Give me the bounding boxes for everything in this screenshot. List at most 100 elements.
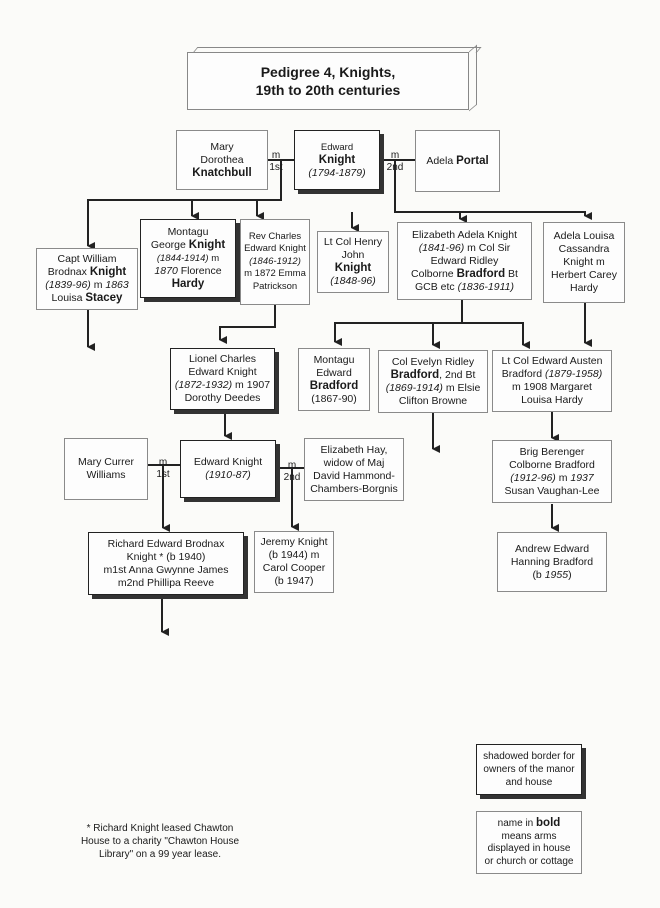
text: John — [341, 249, 365, 261]
text: bold — [536, 817, 561, 829]
person-henry-knight: Lt Col Henry John Knight (1848-96) — [317, 231, 389, 293]
person-charles-knight: Rev Charles Edward Knight (1846-1912) m … — [240, 219, 310, 305]
text: (1910-87) — [205, 469, 251, 481]
text: (b 1947) — [274, 575, 314, 587]
person-elizabeth-hay: Elizabeth Hay, widow of Maj David Hammon… — [304, 438, 404, 501]
text: (1844-1914) — [156, 253, 209, 264]
text: Knight * (b 1940) — [126, 550, 206, 563]
text: David Hammond- — [313, 469, 395, 482]
text: Hanning Bradford — [510, 555, 594, 568]
text: m 1907 — [232, 379, 271, 391]
text: (1912-96) — [510, 471, 556, 484]
arrow-bradford-e — [462, 322, 530, 349]
person-edward-knight-2: Edward Knight (1910-87) — [180, 440, 276, 498]
text: displayed in house — [487, 843, 571, 854]
text: owners of the manor — [483, 764, 575, 775]
text: Brodnax — [47, 266, 90, 278]
text: Lt Col Edward Austen — [501, 355, 603, 367]
text: ) — [568, 568, 572, 581]
text: Bradford — [390, 368, 440, 381]
text: * Richard Knight leased Chawton — [86, 823, 234, 834]
text: Portal — [456, 154, 489, 167]
text: (1869-1914) — [385, 381, 443, 394]
legend-shadowed-border: shadowed border for owners of the manor … — [476, 744, 582, 795]
footnote: * Richard Knight leased Chawton House to… — [60, 822, 260, 861]
text: m1st Anna Gwynne James — [103, 563, 229, 576]
text: Bradford — [309, 379, 359, 392]
person-edward-knight: Edward Knight (1794-1879) — [294, 130, 380, 190]
person-adela-louisa-knight: Adela Louisa Cassandra Knight m Herbert … — [543, 222, 625, 303]
text: m — [158, 457, 168, 468]
text: m2nd Phillipa Reeve — [117, 576, 215, 589]
text: Florence — [177, 265, 222, 277]
text: Lt Col Henry — [323, 236, 383, 248]
text: 1st — [156, 469, 170, 480]
person-andrew-bradford: Andrew Edward Hanning Bradford (b 1955) — [497, 532, 607, 592]
text: (1872-1932) — [174, 379, 233, 391]
text: or church or cottage — [484, 855, 574, 867]
text: Clifton Browne — [398, 394, 468, 407]
text: m 1908 Margaret — [512, 381, 592, 393]
text: Bt — [505, 267, 518, 280]
text: (1841-96) — [418, 241, 465, 254]
text: Brig Berenger — [519, 445, 585, 458]
person-montagu-george-knight: Montagu George Knight (1844-1914) m 1870… — [140, 219, 236, 298]
title-box-side — [469, 44, 477, 112]
text: Edward — [320, 141, 354, 153]
text: Elizabeth Hay, — [320, 443, 388, 456]
text: Adela Louisa — [553, 230, 615, 242]
text: m — [90, 279, 106, 291]
text: Knight — [89, 266, 127, 278]
person-lionel-knight: Lionel Charles Edward Knight (1872-1932)… — [170, 348, 275, 410]
text: 1870 — [154, 265, 178, 277]
text: Louisa — [51, 292, 86, 304]
person-adela-portal: Adela Portal — [415, 130, 500, 192]
descent-2nd-marriage — [394, 160, 592, 220]
title-line-2: 19th to 20th centuries — [255, 82, 401, 98]
text: Edward Knight — [244, 243, 306, 255]
text: 1937 — [570, 471, 594, 484]
arrow-lionel — [219, 305, 276, 344]
text: Bradford — [456, 267, 506, 280]
text: 2nd — [283, 472, 301, 483]
text: Stacey — [85, 292, 123, 304]
text: m 1872 Emma — [244, 268, 306, 280]
person-elizabeth-knight: Elizabeth Adela Knight (1841-96) m Col S… — [397, 222, 532, 300]
text: 2nd — [386, 162, 404, 173]
text: Montagu — [167, 226, 209, 238]
text: (1848-96) — [330, 275, 376, 287]
text: m Elsie — [442, 381, 481, 394]
arrow-montagu-edward — [334, 300, 463, 346]
text: Hardy — [569, 282, 598, 294]
title-line-1: Pedigree 4, Knights, — [260, 64, 396, 80]
text: Colborne Bradford — [509, 458, 595, 471]
text: name in — [497, 818, 537, 829]
text: Carol Cooper — [262, 562, 326, 574]
text: Herbert Carey — [551, 269, 617, 281]
person-richard-knight: Richard Edward Brodnax Knight * (b 1940)… — [88, 532, 244, 595]
text: Knatchbull — [192, 166, 252, 179]
text: Knight — [334, 262, 372, 274]
text: Hardy — [171, 278, 205, 290]
person-william-knight: Capt William Brodnax Knight (1839-96) m … — [36, 248, 138, 310]
text: 1st — [269, 162, 283, 173]
text: m — [287, 460, 297, 471]
text: m — [555, 471, 571, 484]
text: m Col Sir — [464, 241, 511, 254]
text: m — [271, 150, 281, 161]
marriage-mark-1: m 1st — [265, 150, 287, 174]
text: Louisa Hardy — [521, 394, 583, 406]
text: Mary — [210, 140, 234, 153]
text: GCB etc — [414, 280, 458, 293]
text: m — [208, 253, 220, 264]
text: Dorothy Deedes — [184, 392, 261, 404]
text: Library" on a 99 year lease. — [99, 849, 221, 860]
text: Jeremy Knight — [260, 536, 328, 548]
text: Andrew Edward — [514, 542, 590, 555]
text: (1879-1958) — [544, 368, 603, 380]
person-jeremy-knight: Jeremy Knight (b 1944) m Carol Cooper (b… — [254, 531, 334, 593]
text: Edward — [316, 366, 352, 379]
text: widow of Maj — [323, 456, 385, 469]
text: Capt William — [57, 253, 117, 265]
